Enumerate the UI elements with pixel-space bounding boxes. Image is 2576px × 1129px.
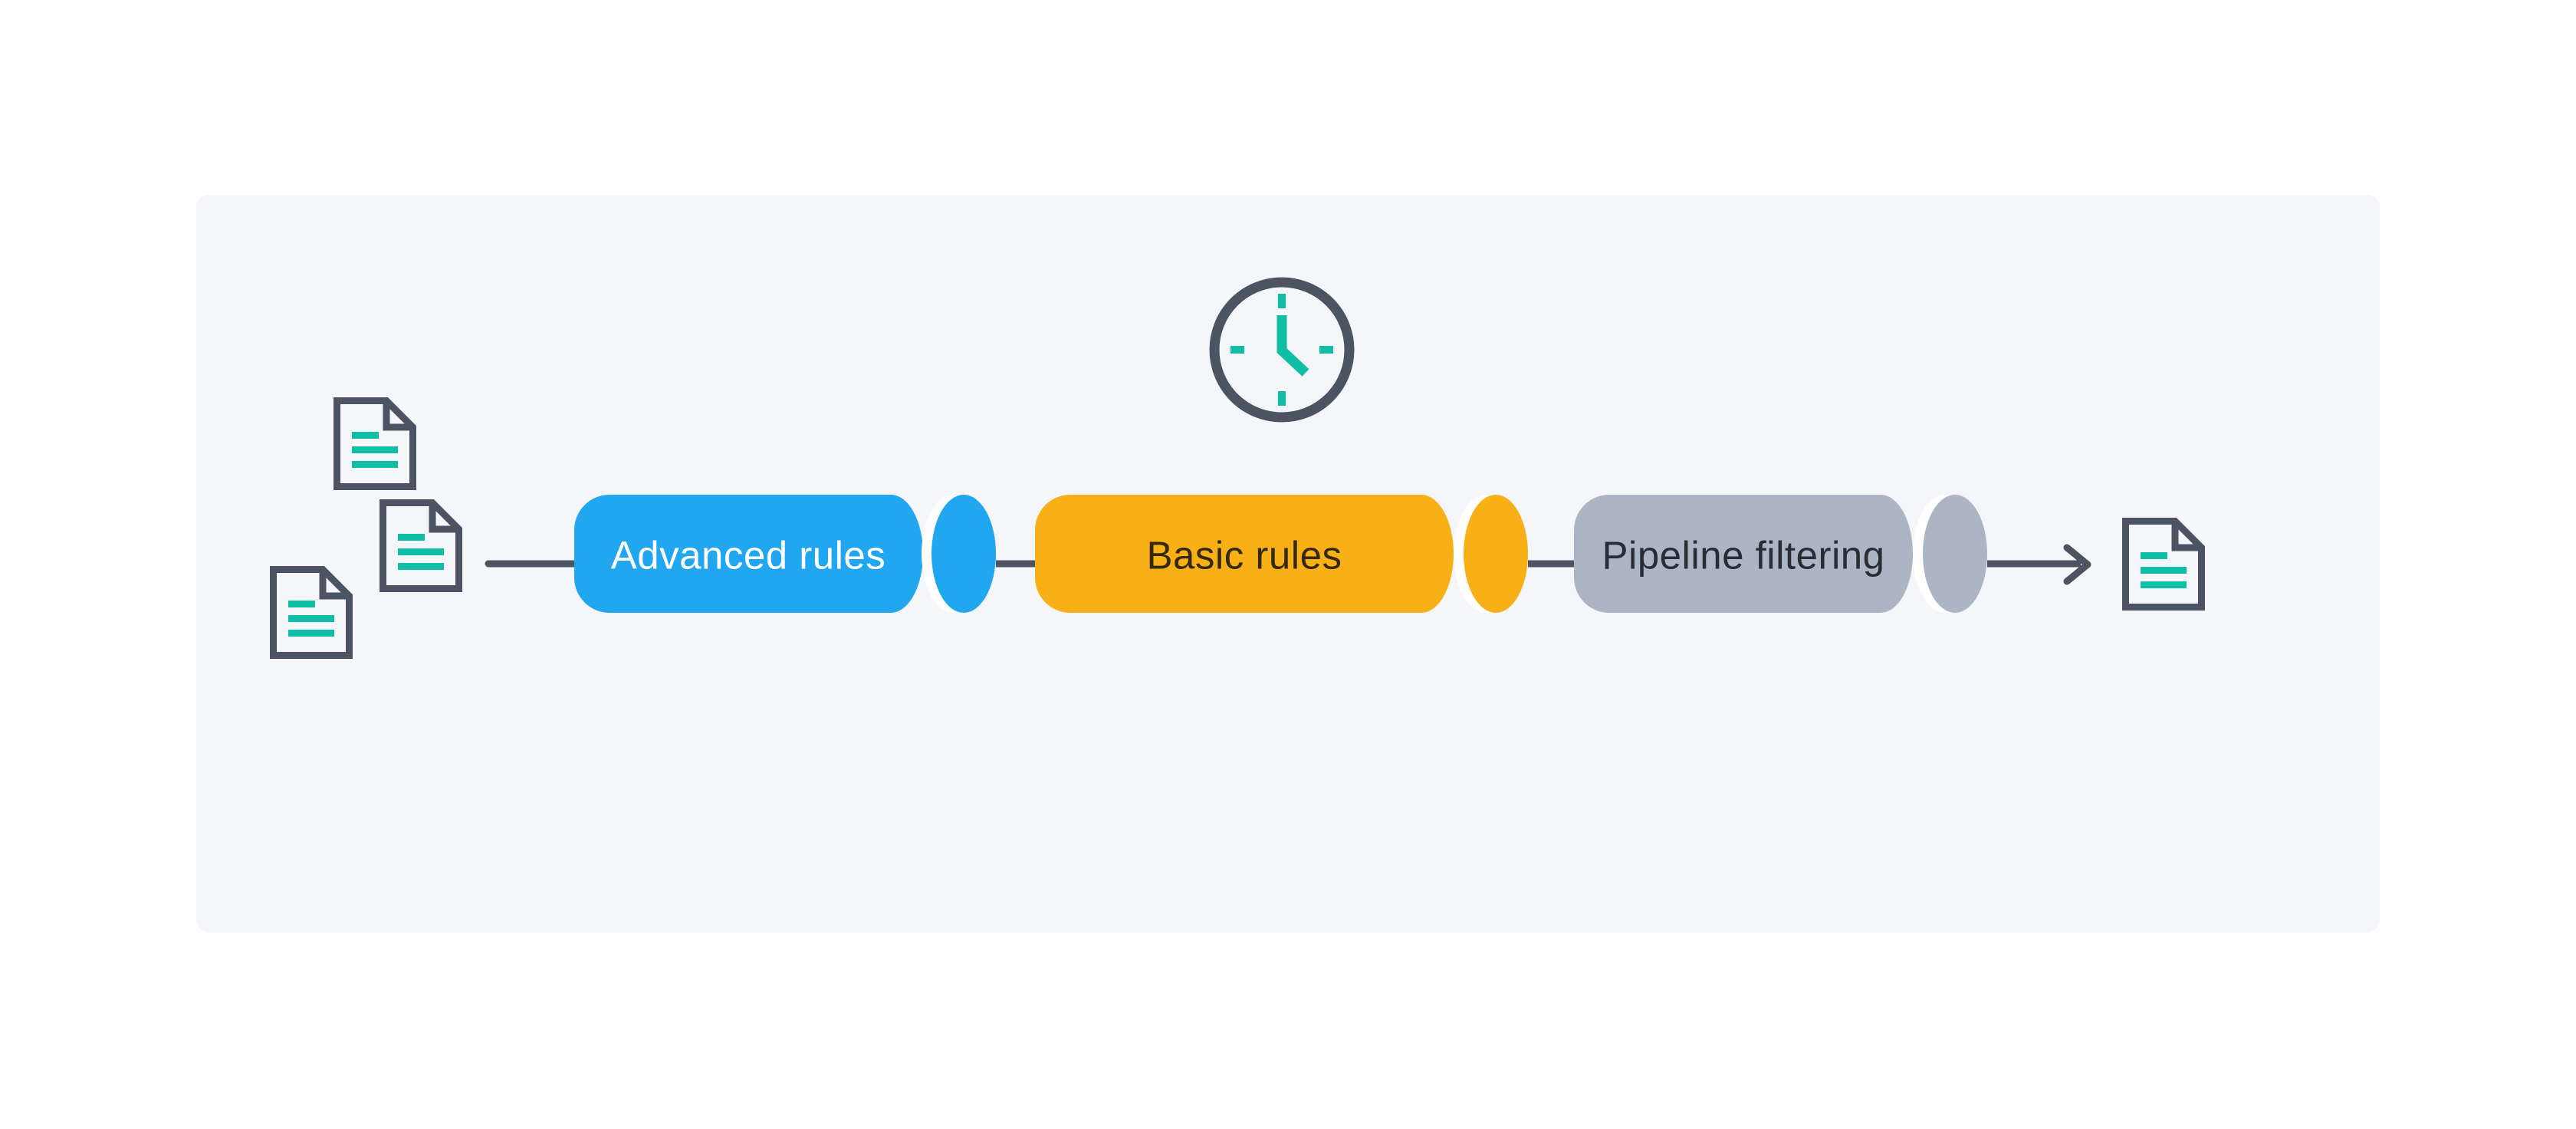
cylinder-cap xyxy=(932,495,996,613)
cylinder-body xyxy=(1035,495,1454,613)
cylinder-body xyxy=(574,495,923,613)
stage-label: Pipeline filtering xyxy=(1602,534,1884,578)
stage-advanced-rules: Advanced rules xyxy=(574,495,996,613)
document-icon xyxy=(2126,522,2202,607)
document-icon xyxy=(337,401,413,487)
clock-icon xyxy=(1209,277,1355,423)
stage-label: Advanced rules xyxy=(611,534,886,578)
stage-pipeline-filtering: Pipeline filtering xyxy=(1574,495,1987,613)
cylinder-body xyxy=(1574,495,1913,613)
arrow-right-icon xyxy=(1987,544,2091,585)
stage-basic-rules: Basic rules xyxy=(1035,495,1528,613)
document-icon xyxy=(383,503,459,589)
cylinder-cap xyxy=(1464,495,1528,613)
stage-label: Basic rules xyxy=(1147,534,1342,578)
cylinder-cap xyxy=(1923,495,1987,613)
document-icon xyxy=(274,570,350,656)
